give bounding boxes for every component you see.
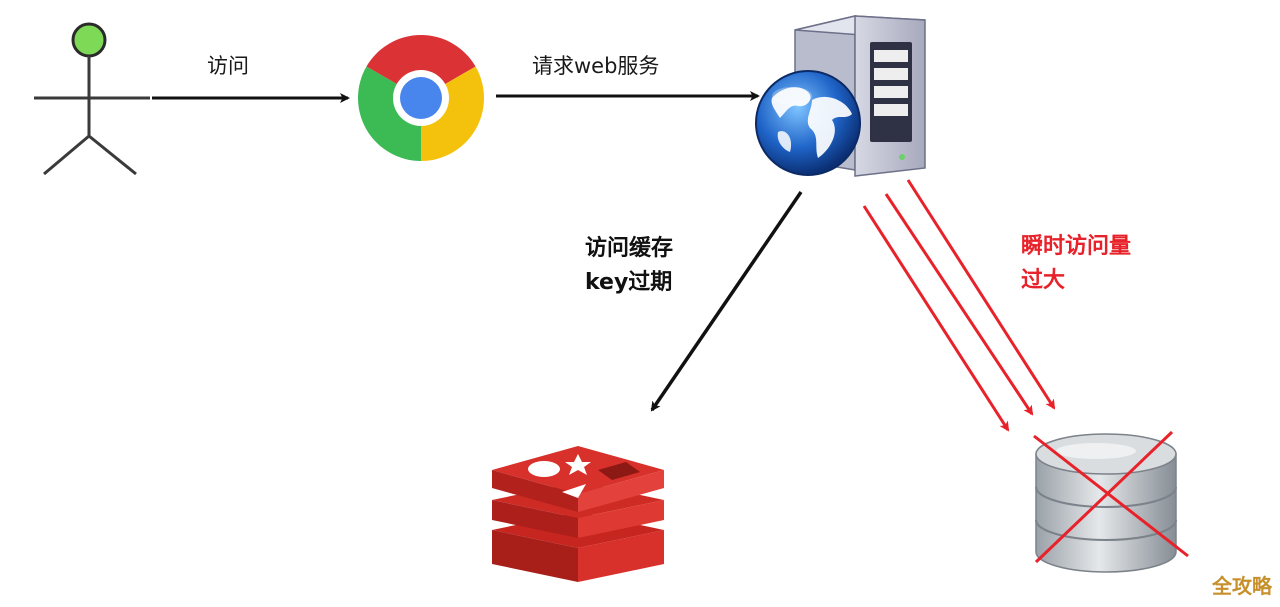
surge-label-line-1: 瞬时访问量 <box>1021 234 1132 259</box>
chrome-browser-icon <box>357 35 485 161</box>
arrow-server-to-cache <box>650 191 803 412</box>
arrow-surge-1 <box>862 205 1010 432</box>
edge-label-cache-key-expired: 访问缓存 key过期 <box>585 232 673 300</box>
edge-label-request-web-service: 请求web服务 <box>532 54 660 78</box>
watermark-text: 全攻略 <box>1212 574 1272 598</box>
cache-label-line-1: 访问缓存 <box>585 236 674 261</box>
user-stick-figure-icon <box>34 22 150 176</box>
arrow-surge-2 <box>884 193 1034 416</box>
edge-label-traffic-surge: 瞬时访问量 过大 <box>1021 230 1131 298</box>
arrow-surge-3 <box>906 179 1056 410</box>
web-server-icon <box>755 15 926 177</box>
redis-cache-icon <box>492 446 664 582</box>
cache-label-line-2: key过期 <box>585 270 673 295</box>
surge-label-line-2: 过大 <box>1021 268 1066 293</box>
database-crossed-out-mark <box>1033 430 1189 564</box>
database-icon <box>1035 433 1177 573</box>
edge-label-visit: 访问 <box>207 54 249 78</box>
